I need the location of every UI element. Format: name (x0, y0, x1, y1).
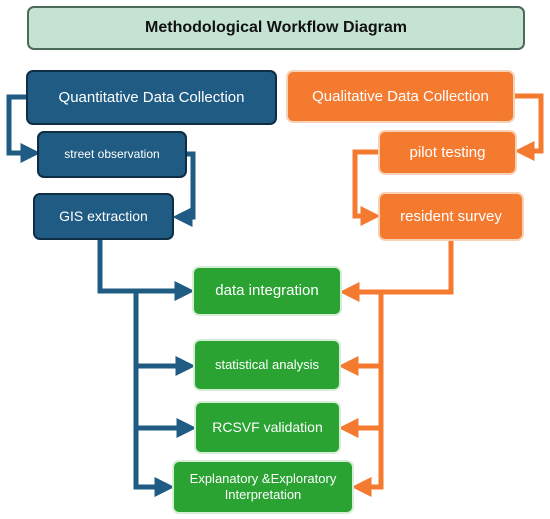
interpretation-node: Explanatory &Exploratory Interpretation (172, 460, 354, 514)
connector-orange-trunk (351, 292, 384, 497)
connector-pilot-to-survey (352, 149, 381, 226)
street-observation-node: street observation (37, 131, 187, 178)
statistical-analysis-node: statistical analysis (193, 339, 341, 391)
connector-street-to-gis (172, 151, 196, 227)
pilot-testing-node: pilot testing (378, 130, 517, 175)
gis-extraction-node: GIS extraction (33, 193, 174, 240)
quantitative-heading-node: Quantitative Data Collection (26, 70, 277, 125)
connector-gis-to-integration (97, 240, 195, 301)
qualitative-heading-node: Qualitative Data Collection (286, 70, 515, 123)
resident-survey-node: resident survey (378, 192, 524, 241)
connector-blue-trunk (133, 291, 175, 497)
connector-quant-to-street (6, 94, 41, 163)
rcsvf-validation-node: RCSVF validation (194, 401, 341, 454)
connector-qual-to-pilot (514, 93, 544, 161)
diagram-title: Methodological Workflow Diagram (27, 6, 525, 50)
data-integration-node: data integration (192, 266, 342, 316)
connector-survey-to-integration (339, 241, 454, 302)
